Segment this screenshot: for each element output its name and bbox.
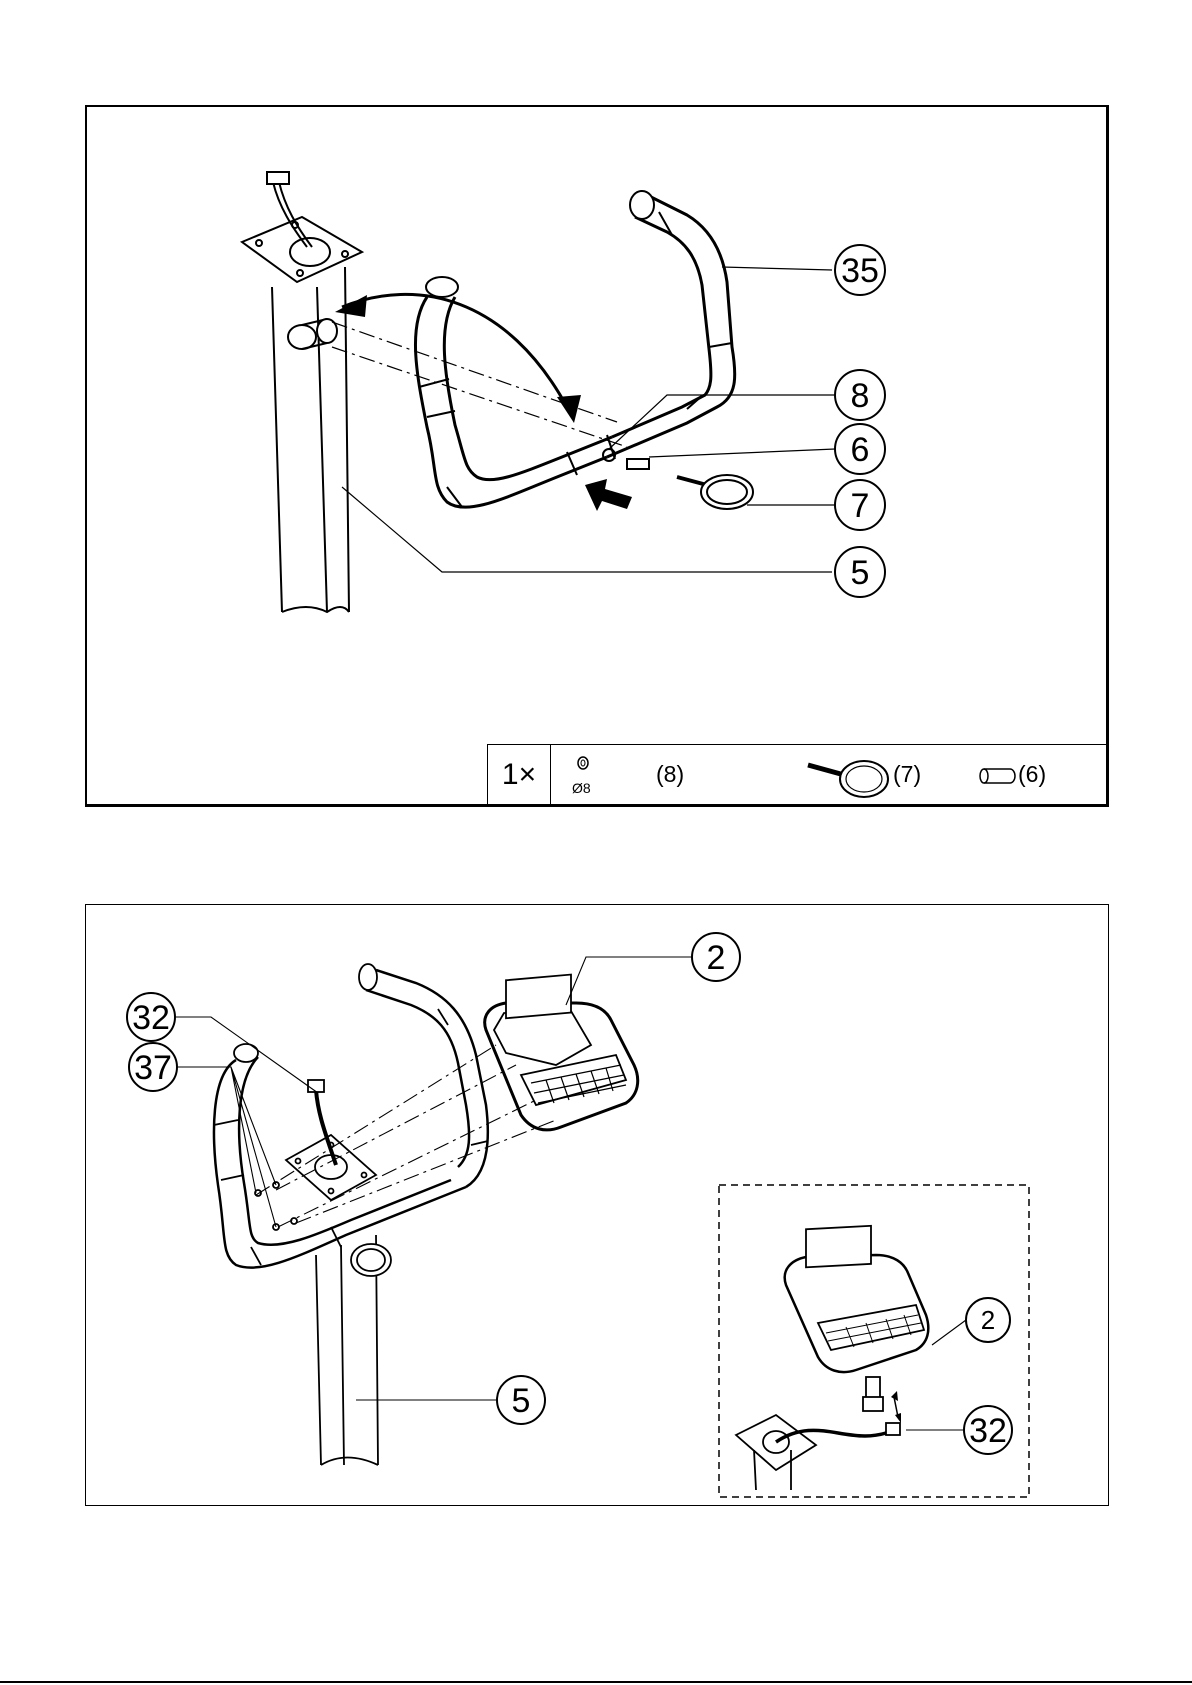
knob-label: (7)	[893, 761, 921, 788]
spacer-label: (6)	[1018, 761, 1046, 788]
inset-callout-32: 32	[969, 1412, 1007, 1450]
callout-2: 2	[707, 939, 726, 977]
times-symbol: ×	[519, 758, 537, 791]
callout-5: 5	[851, 554, 870, 592]
washer-label: (8)	[656, 761, 684, 788]
callout-32: 32	[132, 999, 170, 1037]
callout-5: 5	[512, 1382, 531, 1420]
spacer	[627, 459, 649, 469]
page-footer-rule	[0, 1681, 1192, 1683]
knob-icon	[806, 749, 891, 801]
hardware-parts-table: 1× Ø8 (8) (7) (6)	[487, 744, 1107, 806]
spacer-icon	[978, 765, 1018, 787]
callouts: 35 8 6 7 5	[835, 245, 885, 597]
console-assembly-drawing: 2 32 37 5 2 32	[86, 905, 1108, 1505]
console-connector	[863, 1397, 883, 1411]
washer-icon	[573, 753, 593, 773]
washer-size: Ø8	[572, 780, 591, 796]
plate-detail	[736, 1415, 816, 1470]
parts-quantity: 1×	[488, 745, 551, 805]
callout-8: 8	[851, 377, 870, 415]
frame-post	[272, 267, 349, 612]
knob-bolt	[677, 477, 707, 485]
callout-37: 37	[134, 1049, 172, 1087]
push-arrow	[585, 479, 632, 511]
inset-callout-2: 2	[981, 1305, 995, 1335]
callout-7: 7	[851, 487, 870, 525]
handlebar-assembly-drawing: 35 8 6 7 5	[87, 107, 1107, 805]
assembly-step-handlebar: 35 8 6 7 5 1× Ø8 (8) (7)	[85, 105, 1109, 807]
quantity-value: 1	[502, 758, 519, 791]
assembly-step-console: 2 32 37 5 2 32	[85, 904, 1109, 1506]
callout-35: 35	[841, 252, 879, 290]
callout-6: 6	[851, 431, 870, 469]
